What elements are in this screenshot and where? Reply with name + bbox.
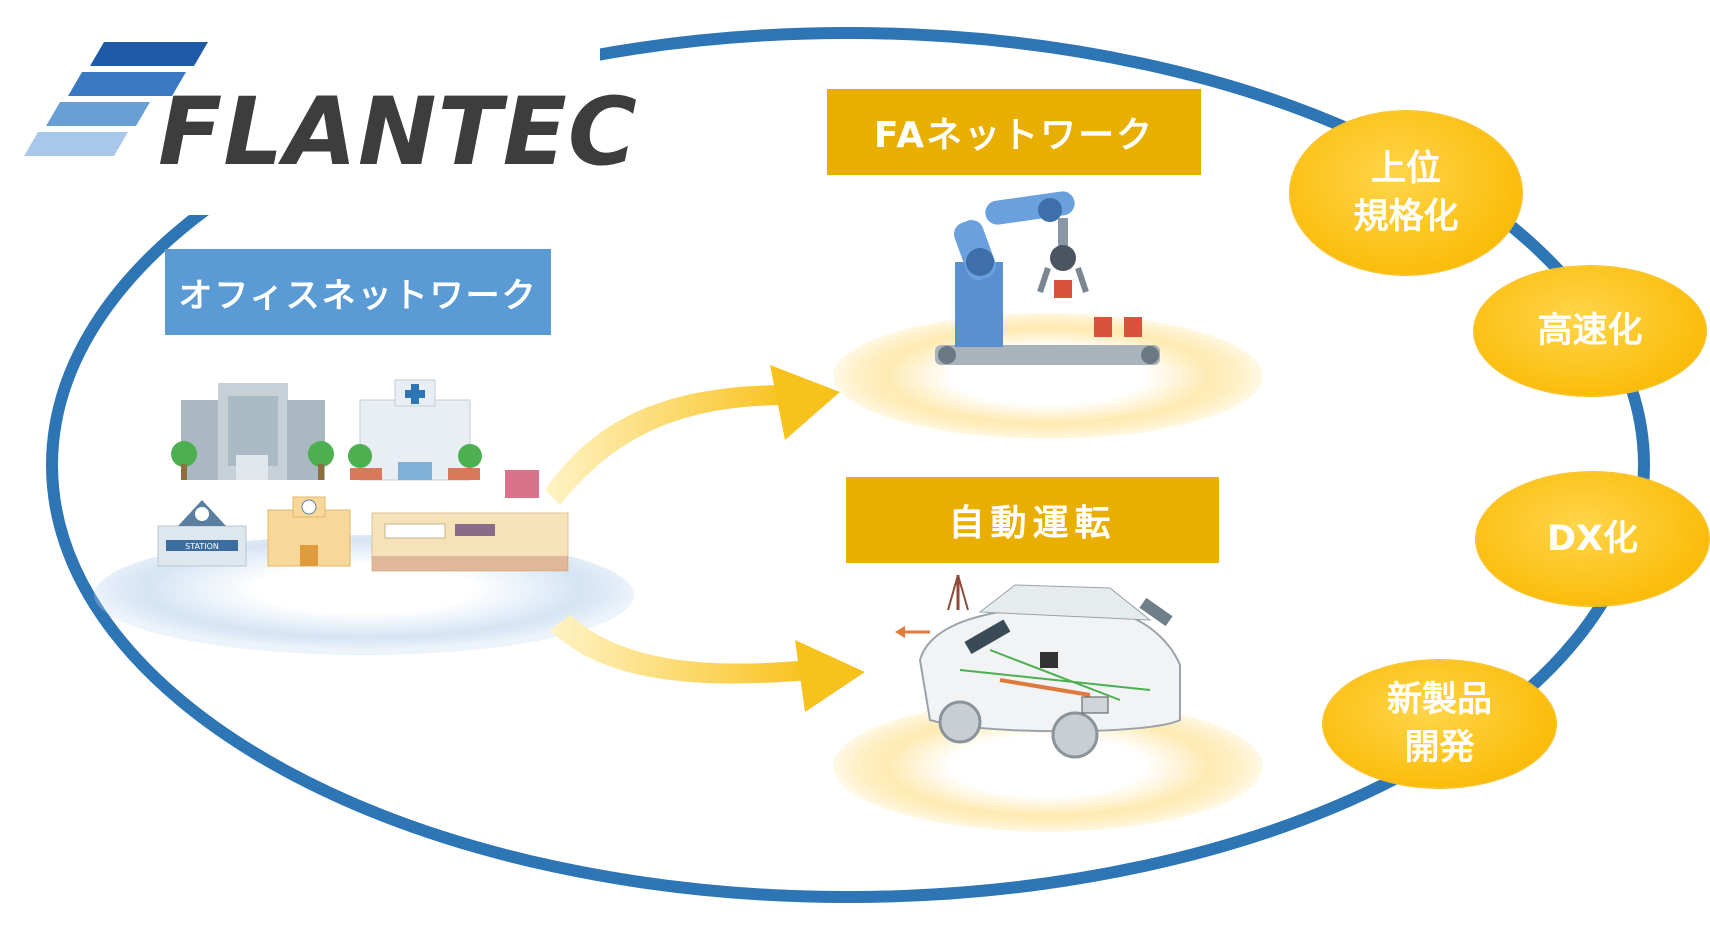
shopping-mall-icon — [371, 470, 569, 572]
school-icon — [267, 496, 351, 567]
office-buildings-illustration: STATION — [157, 379, 569, 572]
benefit-bubble-speedup: 高速化 — [1474, 266, 1706, 396]
logo-backdrop — [0, 40, 600, 215]
logo-mark — [24, 42, 208, 156]
benefit-text-line1: 新製品 — [1386, 680, 1492, 720]
benefit-bubble-dx: DX化 — [1476, 472, 1709, 606]
benefit-text-line2: 開発 — [1404, 728, 1475, 768]
arrow-to-fa — [545, 365, 840, 505]
auto-platform — [833, 700, 1263, 832]
office-network-label: オフィスネットワーク — [165, 249, 551, 335]
logo-stripe-3 — [46, 102, 150, 126]
arrow-to-auto — [550, 615, 865, 712]
office-tower-icon — [181, 383, 325, 480]
cycle-ring — [46, 27, 1650, 903]
autonomous-driving-label: 自動運転 — [846, 477, 1219, 563]
benefit-text-line1: 上位 — [1370, 149, 1441, 189]
robot-arm-illustration — [935, 191, 1160, 365]
benefit-bubble-higher-standard: 上位 規格化 — [1290, 111, 1522, 275]
benefit-text-line2: 規格化 — [1353, 197, 1459, 237]
benefit-text-line1: 高速化 — [1537, 311, 1643, 351]
benefit-text-line1: DX化 — [1546, 519, 1639, 559]
logo-stripe-1 — [90, 42, 208, 66]
hospital-icon — [348, 379, 482, 481]
station-sign: STATION — [185, 542, 219, 551]
benefit-bubble-new-product: 新製品 開発 — [1323, 660, 1556, 788]
fa-network-label: FAネットワーク — [827, 89, 1201, 175]
logo-stripe-4 — [24, 132, 128, 156]
fa-platform — [833, 313, 1263, 439]
office-tree-icon — [171, 441, 334, 480]
company-logo-text: FLANTEC — [158, 78, 638, 187]
connected-car-illustration — [895, 574, 1181, 759]
station-icon: STATION — [157, 500, 247, 567]
logo-stripe-2 — [68, 72, 186, 96]
